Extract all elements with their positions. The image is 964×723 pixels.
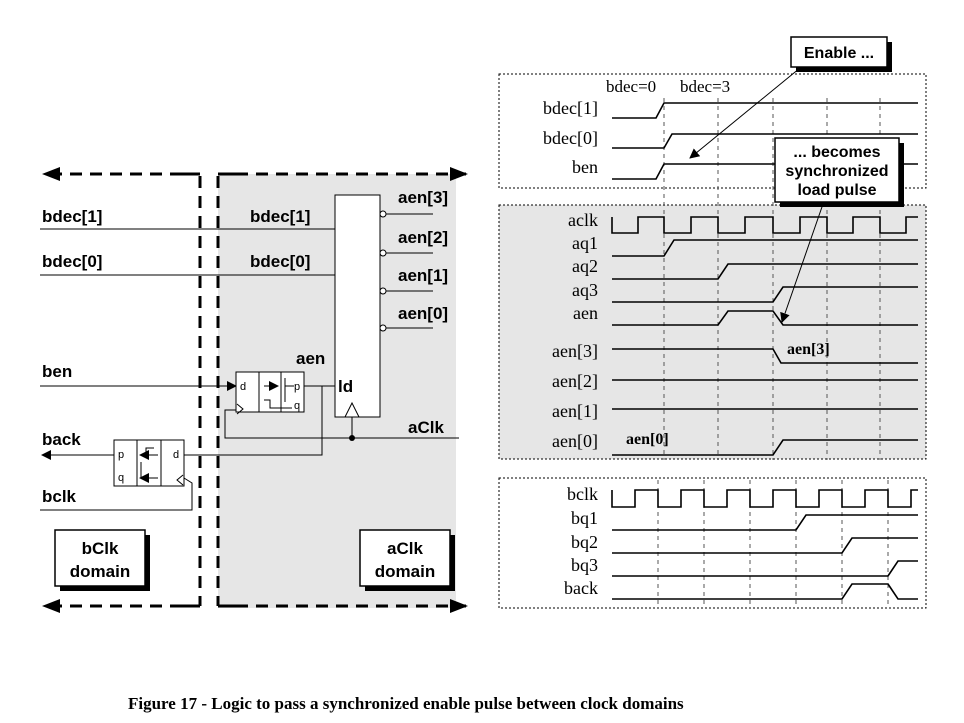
- wave-bdec0: [612, 133, 918, 149]
- a-domain-flipflops: d p q: [235, 371, 305, 415]
- wave-aen3: [612, 348, 918, 364]
- inv-bubble-aen1: [379, 287, 387, 295]
- sig-bq1: bq1: [571, 508, 598, 528]
- a-ff-internal-3: [264, 399, 292, 409]
- inline-aen0: aen[0]: [626, 431, 669, 448]
- sig-back: back: [564, 578, 598, 598]
- sig-aen0: aen[0]: [552, 431, 598, 451]
- aclk-domain-box: [359, 529, 451, 587]
- sig-aen2: aen[2]: [552, 371, 598, 391]
- decoder-clock-triangle: [344, 401, 360, 418]
- wave-aclk: [611, 216, 918, 234]
- inv-bubble-aen0: [379, 324, 387, 332]
- wave-aen: [612, 310, 918, 326]
- becomes-callout-arrow: [780, 203, 824, 323]
- a-ff-d-pin: d: [240, 381, 246, 393]
- sig-aq2: aq2: [572, 256, 598, 276]
- annot-bdec3: bdec=3: [680, 77, 730, 96]
- decoder-in-bdec1: bdec[1]: [250, 207, 310, 226]
- becomes-callout-box: [774, 137, 900, 203]
- decoder-out-aen1: aen[1]: [398, 266, 448, 285]
- aclk-domain-label-1: aClk: [387, 539, 423, 558]
- decoder-ld-label: ld: [338, 377, 353, 396]
- a-ff-p-pin: p: [294, 381, 300, 393]
- callouts: Enable ... ... becomes synchronized load…: [689, 36, 904, 323]
- b-ff-clock-triangle: [176, 474, 184, 486]
- wave-aen0: [612, 439, 918, 456]
- wave-bclk: [611, 489, 918, 508]
- b-ff-d-pin: d: [173, 449, 179, 461]
- bclk-domain-label-1: bClk: [82, 539, 119, 558]
- left-label-back: back: [42, 430, 81, 449]
- becomes-callout-line-1: ... becomes: [793, 144, 880, 161]
- decoder-out-aen0: aen[0]: [398, 304, 448, 323]
- wave-bq3: [612, 560, 918, 577]
- sig-bdec1: bdec[1]: [543, 98, 598, 118]
- decoder-box: [334, 194, 381, 418]
- wave-bq1: [612, 514, 918, 531]
- wave-bq2: [612, 537, 918, 554]
- enable-callout-arrow: [689, 67, 801, 159]
- sig-bq3: bq3: [571, 555, 598, 575]
- sig-aq3: aq3: [572, 280, 598, 300]
- wire-bclk: [40, 477, 193, 511]
- left-label-ben: ben: [42, 362, 72, 381]
- b-domain-flipflops: p q d: [113, 439, 185, 487]
- timing-bottom-frame: [498, 477, 927, 609]
- b-ff-q-pin: q: [118, 472, 124, 484]
- sig-aclk: aclk: [568, 210, 598, 230]
- decoder-out-aen3: aen[3]: [398, 188, 448, 207]
- enable-callout-text: Enable ...: [804, 45, 874, 62]
- wave-aq3: [612, 286, 918, 303]
- wave-aq1: [612, 239, 918, 257]
- becomes-callout-line-2: synchronized: [785, 163, 888, 180]
- annot-bdec0: bdec=0: [606, 77, 656, 96]
- sig-aq1: aq1: [572, 233, 598, 253]
- left-label-bdec1: bdec[1]: [42, 207, 102, 226]
- schematic: bdec[1] bdec[0] ben back bclk bdec[1] bd…: [40, 167, 468, 613]
- sig-bq2: bq2: [571, 532, 598, 552]
- decoder-out-aen2: aen[2]: [398, 228, 448, 247]
- wave-aq2: [612, 263, 918, 280]
- bclk-domain-label-2: domain: [70, 562, 130, 581]
- sig-aen1: aen[1]: [552, 401, 598, 421]
- aclk-wire-label: aClk: [408, 418, 444, 437]
- b-ff-outer: [113, 439, 185, 487]
- enable-callout-box: [790, 36, 888, 68]
- sig-bdec0: bdec[0]: [543, 128, 598, 148]
- a-ff-q-pin: q: [294, 400, 300, 412]
- b-ff-p-pin: p: [118, 449, 124, 461]
- figure-caption: Figure 17 - Logic to pass a synchronized…: [128, 694, 684, 713]
- inline-aen3: aen[3]: [787, 341, 830, 358]
- aen-label: aen: [296, 349, 325, 368]
- inv-bubble-aen2: [379, 249, 387, 257]
- inv-bubble-aen3: [379, 210, 387, 218]
- timing-diagram: bdec=0 bdec=3 bdec[1] bdec[0] ben aclk a…: [498, 73, 927, 609]
- sig-bclk: bclk: [567, 484, 598, 504]
- decoder-in-bdec0: bdec[0]: [250, 252, 310, 271]
- wire-aen-feedback: [184, 386, 323, 456]
- sig-aen3: aen[3]: [552, 341, 598, 361]
- becomes-callout-line-3: load pulse: [797, 182, 876, 199]
- sig-aen: aen: [573, 303, 598, 323]
- wire-aclk-to-ff: [224, 409, 352, 439]
- left-label-bclk: bclk: [42, 487, 77, 506]
- wave-back: [612, 583, 918, 600]
- left-label-bdec0: bdec[0]: [42, 252, 102, 271]
- timing-middle-frame: [498, 204, 927, 460]
- bclk-domain-box: [54, 529, 146, 587]
- sig-ben: ben: [572, 157, 598, 177]
- wave-bdec1: [612, 102, 918, 119]
- a-ff-clock-triangle: [236, 403, 244, 415]
- aclk-domain-label-2: domain: [375, 562, 435, 581]
